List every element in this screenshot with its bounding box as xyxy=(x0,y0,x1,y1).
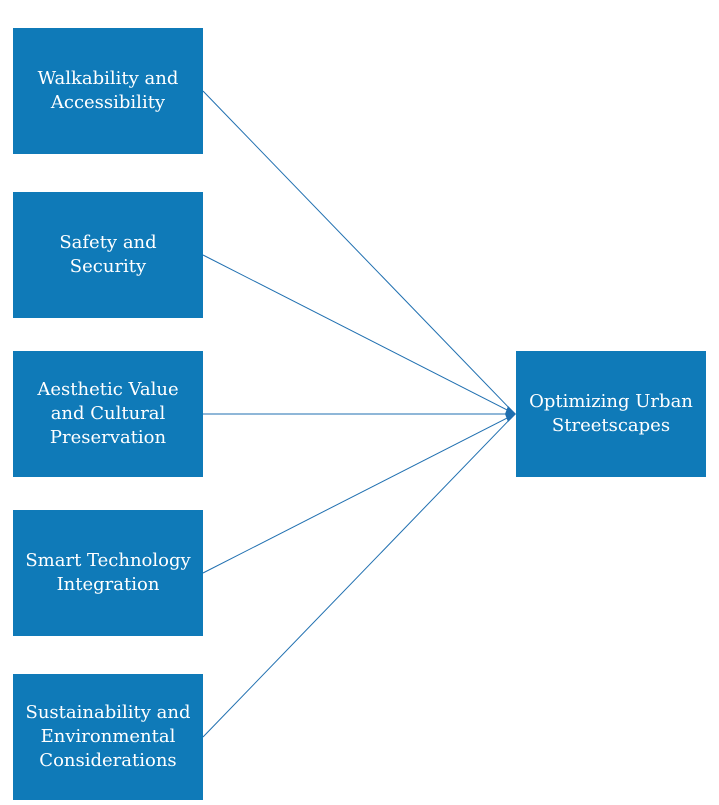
box-label: Safety and Security xyxy=(59,232,157,277)
box-smart-technology: Smart Technology Integration xyxy=(13,510,203,636)
box-sustainability-environmental: Sustainability and Environmental Conside… xyxy=(13,674,203,800)
connector-safety xyxy=(202,254,516,415)
box-safety-security: Safety and Security xyxy=(13,192,203,318)
box-label: Optimizing Urban Streetscapes xyxy=(529,391,693,436)
connector-walkability xyxy=(202,90,516,415)
box-label: Aesthetic Value and Cultural Preservatio… xyxy=(37,379,179,448)
box-label: Walkability and Accessibility xyxy=(37,68,179,113)
box-optimizing-urban-streetscapes: Optimizing Urban Streetscapes xyxy=(516,351,706,477)
box-label: Smart Technology Integration xyxy=(25,550,191,595)
connector-smart-tech xyxy=(202,413,516,574)
box-aesthetic-cultural: Aesthetic Value and Cultural Preservatio… xyxy=(13,351,203,477)
box-walkability-accessibility: Walkability and Accessibility xyxy=(13,28,203,154)
arrowhead xyxy=(505,406,516,422)
box-label: Sustainability and Environmental Conside… xyxy=(25,702,191,771)
connector-sustainability xyxy=(202,413,516,738)
